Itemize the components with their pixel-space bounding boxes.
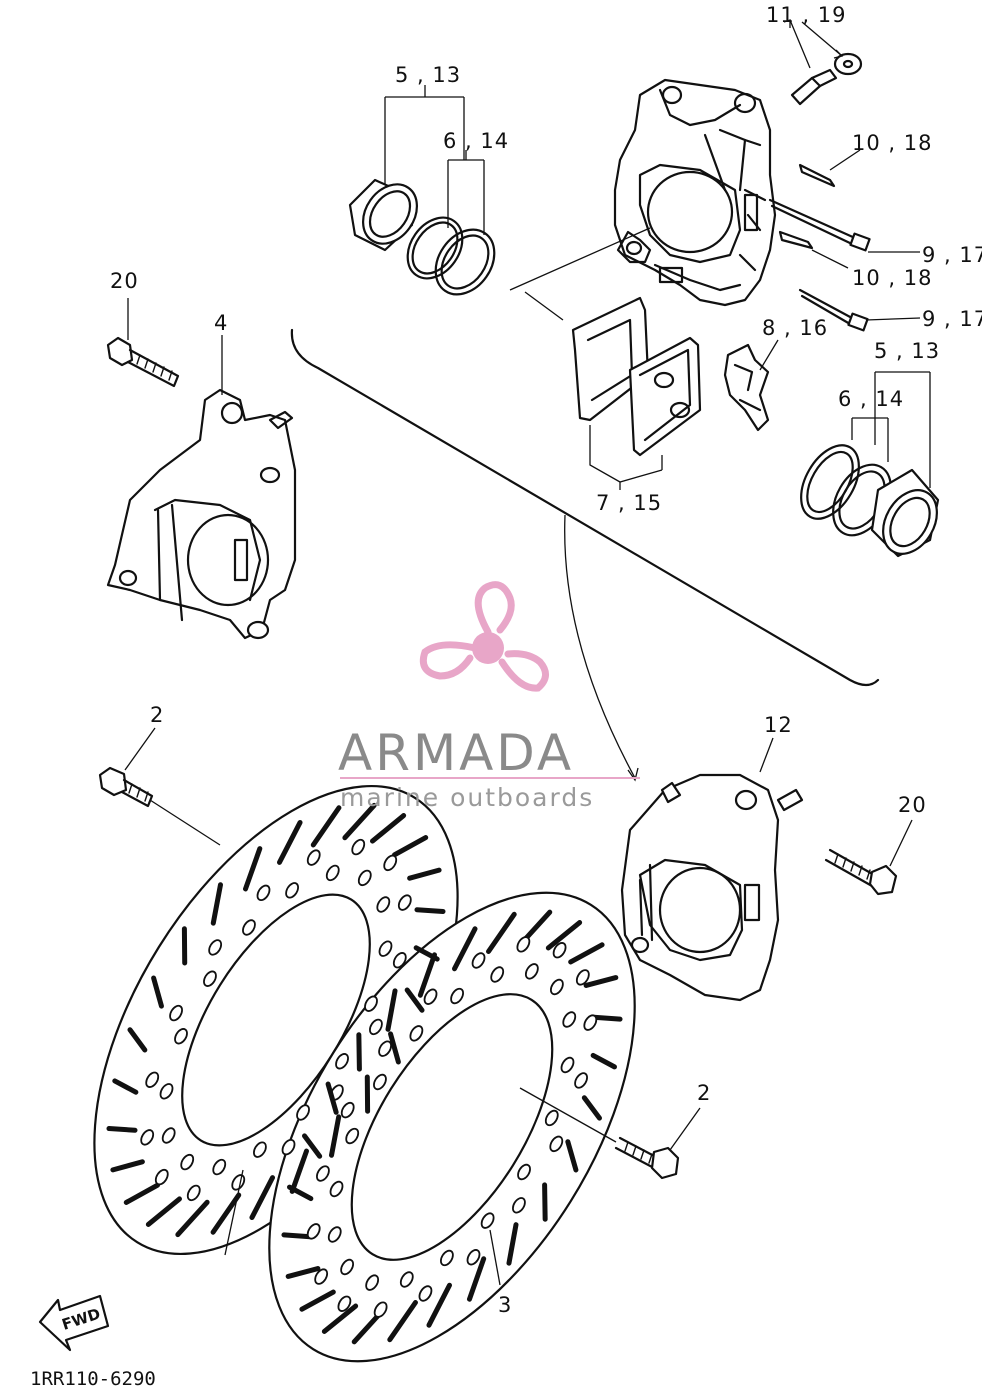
disc-vent-slots-and-holes [106, 802, 623, 1345]
label-3: 3 [498, 1293, 512, 1317]
group-bracket [290, 328, 880, 687]
label-8-16: 8 , 16 [762, 316, 828, 340]
piston-and-seals-right [800, 444, 940, 558]
part-labels: 11 , 19 5 , 13 6 , 14 10 , 18 9 , 17 10 … [110, 3, 982, 1317]
brake-disc-right [268, 891, 636, 1363]
disc-marks-group [281, 909, 623, 1345]
pins-and-clips [768, 163, 871, 332]
label-10-18-mid: 10 , 18 [852, 266, 932, 290]
label-2-left: 2 [150, 703, 164, 727]
label-10-18-top: 10 , 18 [852, 131, 932, 155]
label-9-17-mid: 9 , 17 [922, 307, 982, 331]
label-12: 12 [764, 713, 793, 737]
label-2-right: 2 [697, 1081, 711, 1105]
label-5-13-top: 5 , 13 [395, 63, 461, 87]
label-4: 4 [214, 311, 228, 335]
brake-pads [571, 296, 702, 457]
label-6-14-right: 6 , 14 [838, 387, 904, 411]
caliper-left [106, 388, 297, 640]
piston-and-seals-top [348, 178, 496, 296]
label-9-17-top: 9 , 17 [922, 243, 982, 267]
pad-spring [723, 343, 770, 432]
bolt-20-right [824, 848, 898, 896]
watermark: ARMADA marine outboards [338, 581, 640, 812]
label-7-15: 7 , 15 [596, 491, 662, 515]
bolt-20-left [106, 336, 180, 388]
caliper-right [620, 773, 804, 1002]
bolt-2-right [614, 1136, 680, 1180]
bleed-screw [790, 52, 863, 106]
label-20-right: 20 [898, 793, 927, 817]
watermark-tagline: marine outboards [340, 783, 594, 812]
label-5-13-right: 5 , 13 [874, 339, 940, 363]
label-20-left: 20 [110, 269, 139, 293]
caliper-exploded [613, 78, 777, 307]
propeller-icon [419, 581, 549, 692]
fwd-arrow: FWD [38, 1294, 110, 1352]
leader-lines [124, 19, 931, 1286]
diagram-code: 1RR110-6290 [30, 1368, 156, 1388]
bolt-2-left [98, 766, 154, 808]
watermark-brand: ARMADA [338, 724, 574, 782]
label-11-19: 11 , 19 [766, 3, 846, 27]
label-6-14-top: 6 , 14 [443, 129, 509, 153]
